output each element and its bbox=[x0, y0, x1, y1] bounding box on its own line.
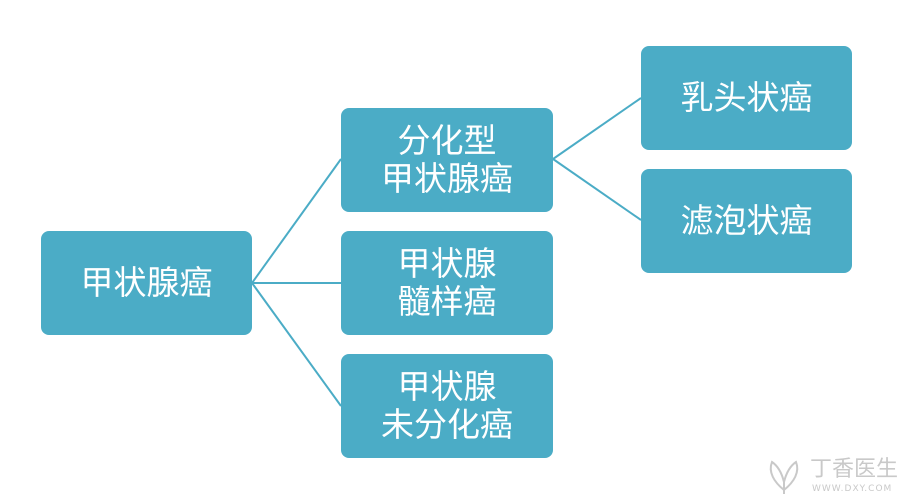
node-line: 甲状腺癌 bbox=[381, 159, 513, 198]
root-node-thyroid-cancer: 甲状腺癌 bbox=[41, 231, 252, 335]
node-line: 未分化癌 bbox=[381, 405, 513, 444]
connector-root-differentiated bbox=[251, 158, 342, 284]
node-medullary-thyroid-cancer: 甲状腺 髓样癌 bbox=[341, 231, 553, 335]
butterfly-logo-icon bbox=[769, 460, 799, 494]
node-follicular-carcinoma: 滤泡状癌 bbox=[641, 169, 852, 273]
connector-differentiated-papillary bbox=[552, 97, 642, 160]
node-papillary-carcinoma: 乳头状癌 bbox=[641, 46, 852, 150]
watermark: 丁香医生 WWW.DXY.COM bbox=[758, 452, 900, 500]
node-anaplastic-thyroid-cancer: 甲状腺 未分化癌 bbox=[341, 354, 553, 458]
node-label: 滤泡状癌 bbox=[680, 201, 813, 240]
connector-root-anaplastic bbox=[251, 282, 342, 407]
node-label: 乳头状癌 bbox=[680, 78, 813, 117]
node-line: 甲状腺 bbox=[397, 367, 497, 406]
watermark-subtext: WWW.DXY.COM bbox=[812, 484, 893, 494]
watermark-text: 丁香医生 bbox=[810, 457, 899, 482]
root-node-label: 甲状腺癌 bbox=[80, 263, 213, 302]
node-line: 髓样癌 bbox=[397, 282, 497, 321]
connector-differentiated-follicular bbox=[552, 158, 642, 221]
node-line: 分化型 bbox=[397, 121, 497, 160]
node-line: 甲状腺 bbox=[397, 244, 497, 283]
node-differentiated-thyroid-cancer: 分化型 甲状腺癌 bbox=[341, 108, 553, 212]
